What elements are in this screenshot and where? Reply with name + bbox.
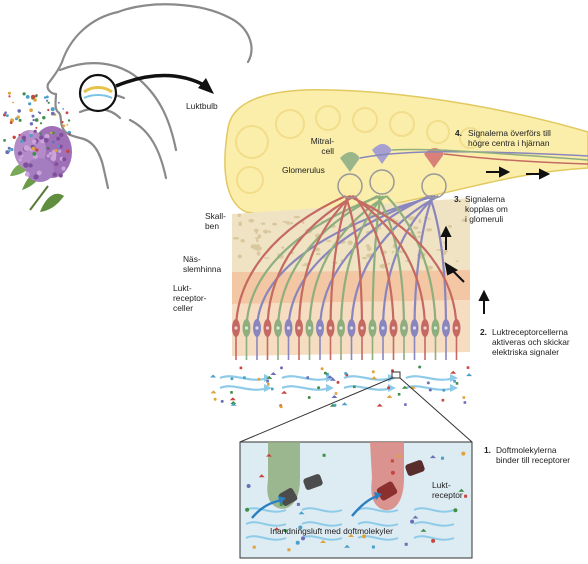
- label-inandningsluft: Inandningsluft med doftmolekyler: [270, 526, 393, 536]
- mitral-cells: [337, 144, 588, 199]
- neuron-fibers: [234, 194, 458, 331]
- step-text: Luktreceptorcellerna aktiveras och skick…: [492, 327, 570, 357]
- label-skallben: Skall- ben: [205, 211, 226, 231]
- step-text: Doftmolekylerna binder till receptorer: [496, 445, 571, 465]
- step-number: 3.: [454, 194, 461, 204]
- label-luktreceptorceller: Lukt- receptor- celler: [173, 283, 207, 313]
- label-glomerulus: Glomerulus: [282, 165, 325, 175]
- step-number: 1.: [484, 445, 491, 455]
- zoom-circle: [78, 73, 118, 113]
- step-text: Signalerna överförs till högre centra i …: [468, 128, 551, 148]
- step-number: 2.: [480, 327, 487, 337]
- receptor-cells: [232, 319, 461, 360]
- label-mitral-cell: Mitral- cell: [310, 136, 334, 156]
- step-text: Signalerna kopplas om i glomeruli: [465, 194, 508, 224]
- label-luktreceptor: Lukt- receptor: [432, 480, 463, 500]
- signal-arrow-icon: [440, 166, 551, 314]
- label-luktbulb: Luktbulb: [186, 101, 218, 111]
- lilac-petals: [17, 129, 67, 180]
- air-flow-arrows: [219, 374, 458, 392]
- label-nasslemhinna: Näs- slemhinna: [183, 254, 222, 274]
- odor-molecules-air: [210, 365, 473, 409]
- inset-zoom-lines: [239, 371, 473, 443]
- zoom-arrow: [115, 73, 214, 94]
- odor-molecules-nose: [3, 91, 72, 156]
- head-profile-icon: [46, 3, 253, 190]
- receptor-protein-icon: [278, 460, 425, 506]
- step-number: 4.: [455, 128, 462, 138]
- inset-panel: [239, 441, 473, 559]
